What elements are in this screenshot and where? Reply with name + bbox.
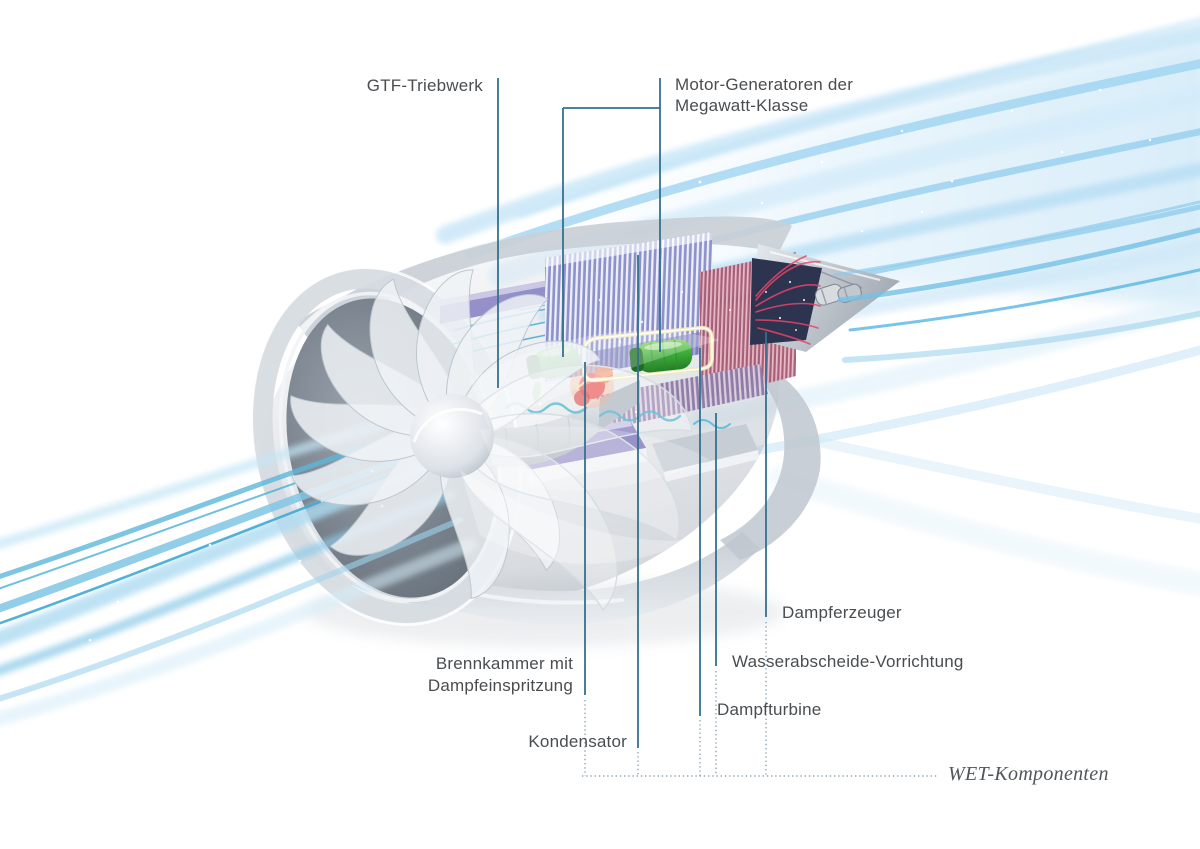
leader-lines bbox=[497, 78, 767, 748]
label-motor-generatoren-line1: Motor-Generatoren der bbox=[675, 75, 854, 94]
fan-blade-ghosts bbox=[460, 330, 720, 564]
label-dampfturbine: Dampfturbine bbox=[717, 700, 822, 719]
green-generator-rear bbox=[629, 339, 693, 373]
hardware-fittings bbox=[814, 283, 862, 306]
airflow-exhaust bbox=[833, 200, 1200, 363]
label-motor-generatoren: Motor-Generatoren der Megawatt-Klasse bbox=[675, 74, 853, 116]
label-brennkammer: Brennkammer mit Dampfeinspritzung bbox=[428, 653, 573, 697]
fan bbox=[288, 267, 696, 612]
label-kondensator: Kondensator bbox=[528, 732, 627, 751]
spinner bbox=[410, 394, 494, 478]
label-wet-komponenten: WET-Komponenten bbox=[948, 763, 1109, 785]
label-motor-generatoren-line2: Megawatt-Klasse bbox=[675, 96, 809, 115]
label-brennkammer-line2: Dampfeinspritzung bbox=[427, 676, 573, 695]
wet-dotted-lines bbox=[582, 622, 937, 777]
label-brennkammer-line1: Brennkammer mit bbox=[435, 654, 573, 673]
label-dampferzeuger: Dampferzeuger bbox=[782, 603, 902, 622]
label-wasserabscheide-vorrichtung: Wasserabscheide-Vorrichtung bbox=[732, 652, 964, 671]
label-gtf-triebwerk: GTF-Triebwerk bbox=[366, 76, 483, 95]
